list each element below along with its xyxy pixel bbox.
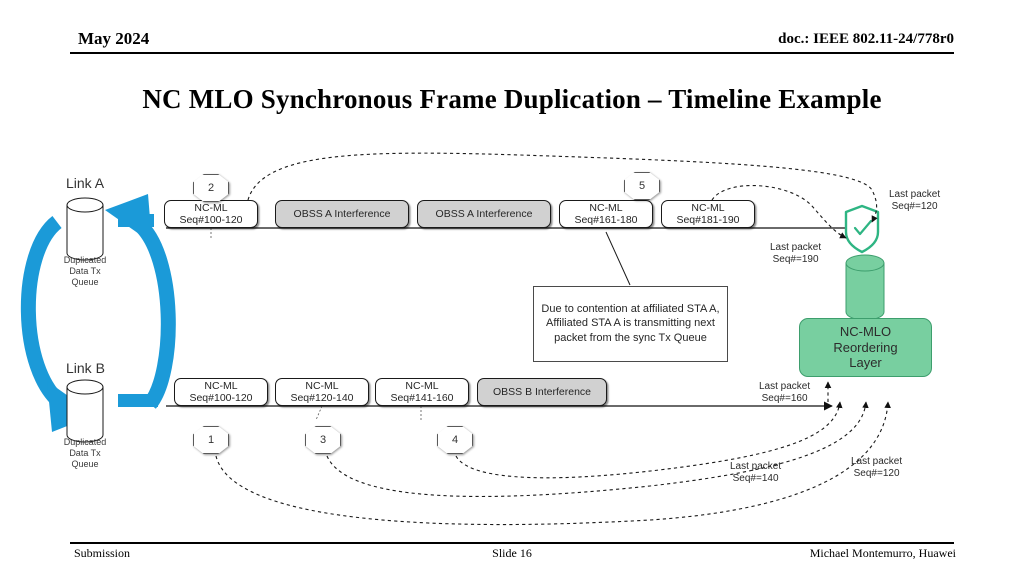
step-marker-2-wrap[interactable]: 2 [193, 174, 229, 202]
packet-label-line-1: Last packet [770, 242, 822, 253]
link-b-frame-3[interactable]: OBSS B Interference [477, 378, 607, 406]
header-divider [70, 52, 954, 54]
step-marker-1-wrap[interactable]: 1 [193, 426, 229, 454]
link-a-queue-caption: Duplicated Data Tx Queue [48, 255, 122, 287]
step-number: 5 [638, 179, 646, 192]
frame-line-1: OBSS B Interference [492, 385, 592, 398]
frame-line-2: Seq#181-190 [676, 214, 740, 226]
packet-label-line-1: Last packet [730, 461, 782, 472]
packet-label-line-2: Seq#=120 [891, 201, 938, 212]
step-number: 3 [319, 433, 327, 446]
header-date: May 2024 [78, 29, 150, 48]
packet-label-bottom-mid: Last packet Seq#=140 [730, 461, 781, 485]
link-b-queue-caption: Duplicated Data Tx Queue [48, 437, 122, 469]
reordering-queue-cylinder [845, 254, 885, 321]
step-number: 1 [207, 433, 215, 446]
page-title: NC MLO Synchronous Frame Duplication – T… [142, 84, 882, 114]
frame-line-2: Seq#141-160 [390, 392, 454, 404]
packet-label-bottom-right: Last packet Seq#=120 [851, 456, 902, 480]
queue-caption-line-1: Duplicated [63, 255, 107, 265]
link-a-label: Link A [66, 175, 105, 191]
step-marker-5-wrap[interactable]: 5 [624, 172, 660, 200]
frame-line-2: Seq#161-180 [574, 214, 638, 226]
step-number: 4 [451, 433, 459, 446]
queue-caption-line-2: Data Tx [69, 447, 101, 458]
link-a-frame-2[interactable]: OBSS A Interference [417, 200, 551, 228]
packet-label-shield-left: Last packet Seq#=190 [770, 242, 821, 266]
nc-mlo-reordering-layer[interactable]: NC-MLO Reordering Layer [799, 318, 932, 377]
contention-callout: Due to contention at affiliated STA A, A… [533, 286, 728, 362]
link-a-frame-1[interactable]: OBSS A Interference [275, 200, 409, 228]
step-marker-5[interactable]: 5 [624, 172, 660, 200]
frame-line-1: NC-ML [405, 379, 439, 392]
queue-caption-line-1: Duplicated [63, 437, 107, 447]
footer-divider [70, 542, 954, 544]
frame-line-1: OBSS A Interference [435, 207, 533, 220]
packet-label-line-1: Last packet [889, 189, 941, 200]
step-marker-2[interactable]: 2 [193, 174, 229, 202]
frame-line-1: NC-ML [194, 201, 228, 214]
frame-line-2: Seq#100-120 [179, 214, 243, 226]
packet-label-line-2: Seq#=190 [772, 254, 819, 265]
step-marker-4[interactable]: 4 [437, 426, 473, 454]
link-b-frame-0[interactable]: NC-ML Seq#100-120 [174, 378, 268, 406]
frame-tick-marks [210, 228, 422, 421]
link-b-queue-cylinder [66, 379, 104, 443]
flow-curves [215, 152, 891, 526]
shield-check-icon [844, 204, 880, 254]
reordering-line-3: Layer [849, 355, 882, 371]
link-a-queue-cylinder [66, 197, 104, 261]
packet-label-line-2: Seq#=160 [761, 393, 808, 404]
packet-label-line-1: Last packet [759, 381, 811, 392]
link-a-frame-0[interactable]: NC-ML Seq#100-120 [164, 200, 258, 228]
link-b-frame-1[interactable]: NC-ML Seq#120-140 [275, 378, 369, 406]
queue-caption-line-3: Queue [71, 458, 99, 469]
link-b-label: Link B [66, 360, 105, 376]
packet-label-line-2: Seq#=140 [732, 473, 779, 484]
frame-line-2: Seq#120-140 [290, 392, 354, 404]
frame-line-1: NC-ML [204, 379, 238, 392]
link-b-frame-2[interactable]: NC-ML Seq#141-160 [375, 378, 469, 406]
link-a-frame-4[interactable]: NC-ML Seq#181-190 [661, 200, 755, 228]
step-marker-3[interactable]: 3 [305, 426, 341, 454]
frame-line-2: Seq#100-120 [189, 392, 253, 404]
frame-line-1: OBSS A Interference [293, 207, 391, 220]
step-marker-3-wrap[interactable]: 3 [305, 426, 341, 454]
frame-line-1: NC-ML [589, 201, 623, 214]
footer-slide-number: Slide 16 [492, 546, 532, 560]
footer-author: Michael Montemurro, Huawei [809, 546, 956, 560]
header-doc-id: doc.: IEEE 802.11-24/778r0 [778, 31, 954, 47]
frame-line-1: NC-ML [691, 201, 725, 214]
reordering-line-2: Reordering [833, 339, 898, 355]
footer-submission: Submission [74, 546, 131, 560]
step-number: 2 [207, 181, 215, 194]
queue-caption-line-3: Queue [71, 276, 99, 287]
packet-label-line-1: Last packet [851, 456, 903, 467]
packet-label-link-b-end: Last packet Seq#=160 [759, 381, 810, 405]
link-a-frame-3[interactable]: NC-ML Seq#161-180 [559, 200, 653, 228]
packet-label-top-right: Last packet Seq#=120 [889, 189, 940, 213]
frame-line-1: NC-ML [305, 379, 339, 392]
step-marker-1[interactable]: 1 [193, 426, 229, 454]
step-marker-4-wrap[interactable]: 4 [437, 426, 473, 454]
reordering-line-1: NC-MLO [839, 323, 892, 339]
queue-caption-line-2: Data Tx [69, 265, 101, 276]
packet-label-line-2: Seq#=120 [853, 468, 900, 479]
